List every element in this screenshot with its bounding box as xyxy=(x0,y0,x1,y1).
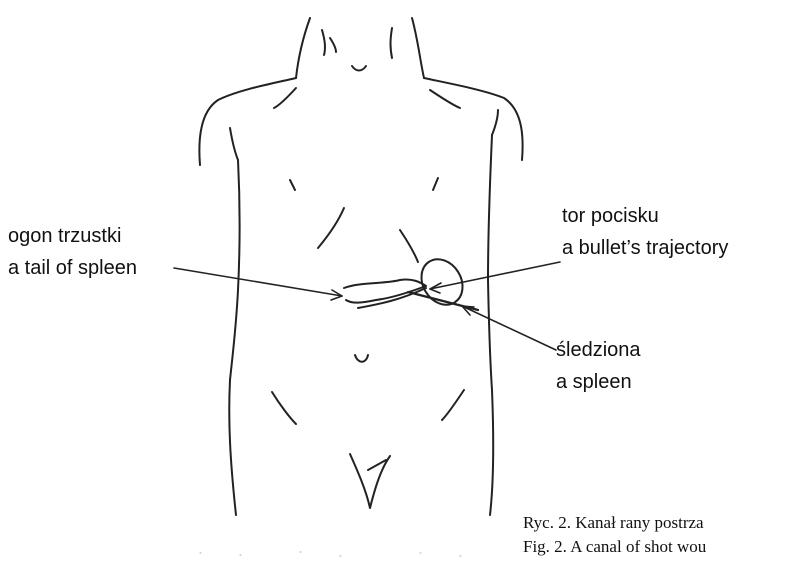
neck-line-left xyxy=(322,30,325,55)
left-clavicle xyxy=(274,88,296,108)
pancreas-outline xyxy=(344,279,426,302)
spleen-leader xyxy=(462,306,556,350)
left-body-side xyxy=(229,160,239,515)
left-iliac-line xyxy=(272,392,296,424)
pancreas-lower xyxy=(358,288,426,308)
neck-line-right xyxy=(391,28,393,58)
label-pancreas-tail-pl: ogon trzustki xyxy=(8,224,121,248)
left-rib-arch xyxy=(318,208,344,248)
trajectory-leader xyxy=(430,262,560,289)
label-spleen-pl: śledziona xyxy=(556,338,641,362)
tail-of-pancreas-leader xyxy=(174,268,342,296)
navel xyxy=(355,355,368,362)
neck-right-outline xyxy=(412,18,424,78)
neck-left-outline xyxy=(296,18,310,78)
figure-caption: Ryc. 2. Kanał rany postrza Fig. 2. A can… xyxy=(523,505,793,563)
neck-line-mid xyxy=(330,38,336,52)
right-clavicle xyxy=(430,90,460,108)
scan-speckle xyxy=(200,552,461,556)
label-pancreas-tail-en: a tail of spleen xyxy=(8,256,137,280)
left-nipple-mark xyxy=(290,180,295,190)
left-shoulder-outline xyxy=(199,78,296,165)
label-trajectory-en: a bullet’s trajectory xyxy=(562,236,728,260)
right-shoulder-outline xyxy=(424,78,523,160)
caption-line-en: Fig. 2. A canal of shot wou xyxy=(523,536,706,558)
label-trajectory-pl: tor pocisku xyxy=(562,204,659,228)
left-arm-inner xyxy=(230,128,238,160)
right-iliac-line xyxy=(442,390,464,420)
caption-line-pl: Ryc. 2. Kanał rany postrza xyxy=(523,512,704,534)
bullet-trajectory-line xyxy=(408,292,478,310)
right-arm-inner xyxy=(492,110,498,135)
right-rib-arch xyxy=(400,230,418,262)
label-spleen-en: a spleen xyxy=(556,370,632,394)
right-nipple-mark xyxy=(433,178,438,190)
right-body-side xyxy=(488,135,493,515)
jugular-notch xyxy=(352,66,366,71)
